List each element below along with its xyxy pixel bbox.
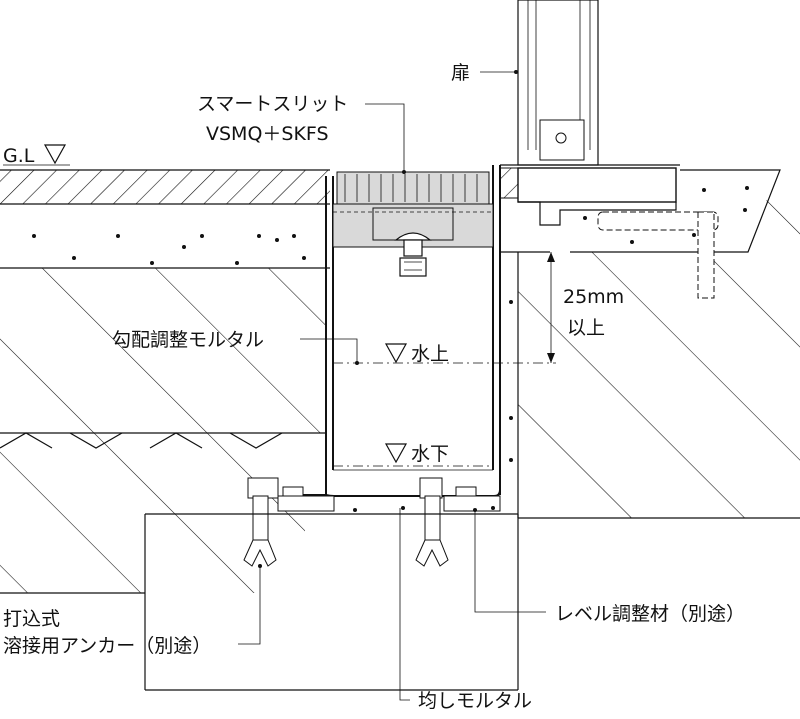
slit-model-label: VSMQ＋SKFS	[206, 123, 329, 145]
level-pads	[277, 486, 501, 512]
leveling-mortar-bed	[144, 506, 519, 691]
slit-name-label: スマートスリット	[197, 93, 348, 115]
dimension-note-label: 以上	[567, 317, 605, 339]
ground-level-label: G.L	[3, 145, 35, 167]
slope-mortar-label: 勾配調整モルタル	[112, 329, 264, 351]
door-frame	[500, 0, 680, 166]
right-slab	[500, 169, 800, 519]
leader-lines	[238, 70, 546, 701]
anchor-right	[415, 477, 449, 567]
grating-bolt	[394, 232, 432, 277]
water-high-marker	[384, 343, 408, 364]
anchor-left	[243, 477, 279, 567]
anchor-label-line1: 打込式	[3, 608, 60, 630]
dimension-value-label: 25mm	[563, 286, 624, 308]
ground-surface-layer	[0, 169, 330, 205]
dimension-25mm	[547, 252, 555, 363]
anchor-label-line2: 溶接用アンカー（別途）	[3, 635, 211, 657]
ground-level-marker	[3, 144, 70, 166]
water-low-marker	[384, 443, 408, 464]
smart-slit-grating	[332, 171, 494, 248]
water-low-label: 水下	[411, 443, 449, 465]
door-label: 扉	[451, 62, 470, 84]
concrete-layer-left	[0, 234, 330, 269]
door-sill	[499, 167, 719, 299]
structural-slab-left	[0, 268, 326, 434]
leveling-mortar-label: 均しモルタル	[418, 690, 532, 712]
level-material-label: レベル調整材（別途）	[555, 603, 745, 625]
water-high-label: 水上	[411, 343, 449, 365]
